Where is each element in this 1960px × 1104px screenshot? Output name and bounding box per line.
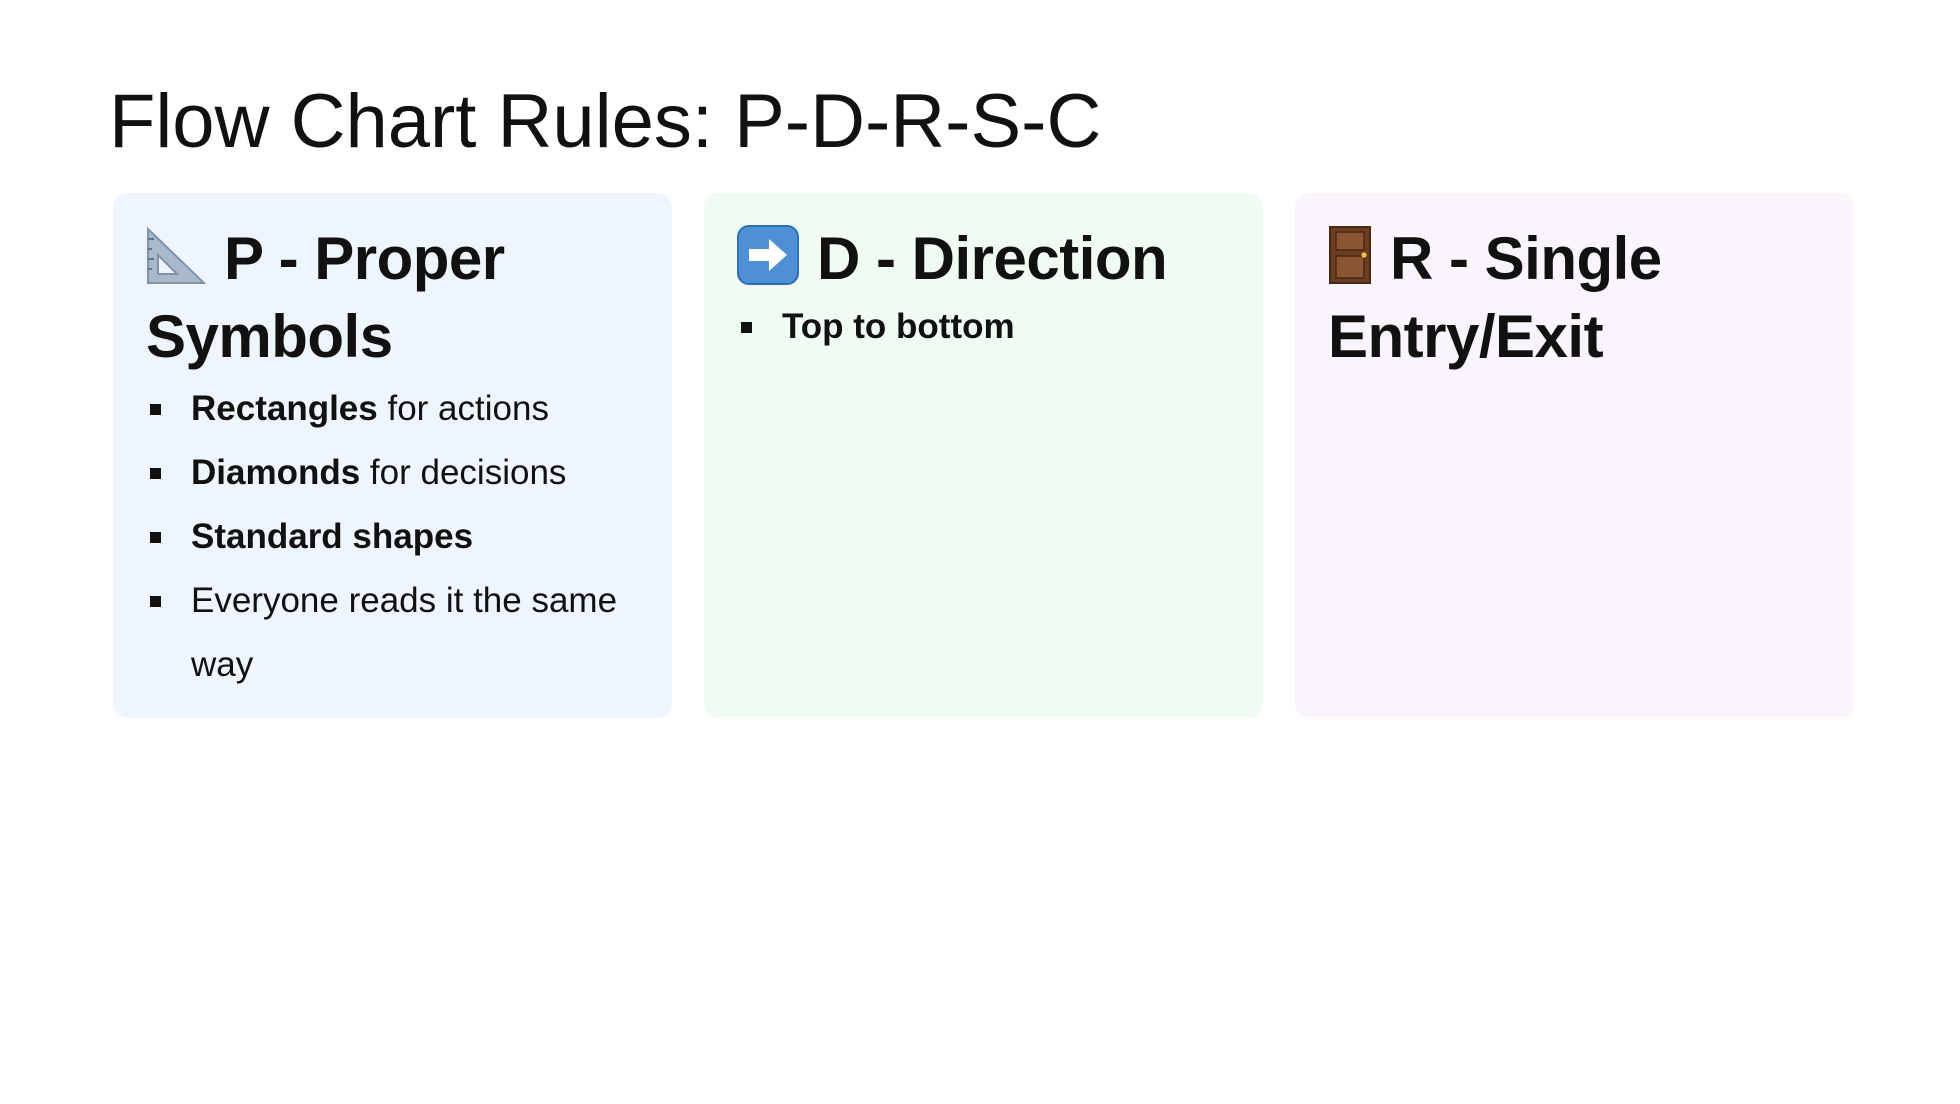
card-heading-text: R - Single Entry/Exit [1328, 225, 1662, 370]
bullet-list: Rectangles for actions Diamonds for deci… [146, 377, 640, 697]
card-heading: P - Proper Symbols [146, 223, 640, 373]
card-single-entry-exit: R - Single Entry/Exit [1295, 193, 1854, 718]
list-item: Top to bottom [737, 295, 1231, 359]
card-proper-symbols: P - Proper Symbols Rectangles for action… [113, 193, 672, 718]
list-item: Diamonds for decisions [146, 441, 640, 505]
list-item: Standard shapes [146, 505, 640, 569]
slide-title: Flow Chart Rules: P-D-R-S-C [109, 79, 1102, 164]
card-direction: D - Direction Top to bottom [704, 193, 1263, 718]
list-item: Everyone reads it the same way [146, 569, 640, 697]
card-row: P - Proper Symbols Rectangles for action… [113, 193, 1854, 718]
list-item: Rectangles for actions [146, 377, 640, 441]
card-heading: R - Single Entry/Exit [1328, 223, 1822, 373]
card-heading-text: D - Direction [817, 225, 1168, 292]
card-heading: D - Direction [737, 223, 1231, 301]
triangular-ruler-icon [146, 226, 207, 301]
card-heading-text: P - Proper Symbols [146, 225, 505, 370]
bullet-list: Top to bottom [737, 295, 1231, 359]
door-icon [1328, 225, 1372, 301]
right-arrow-icon [737, 225, 799, 301]
